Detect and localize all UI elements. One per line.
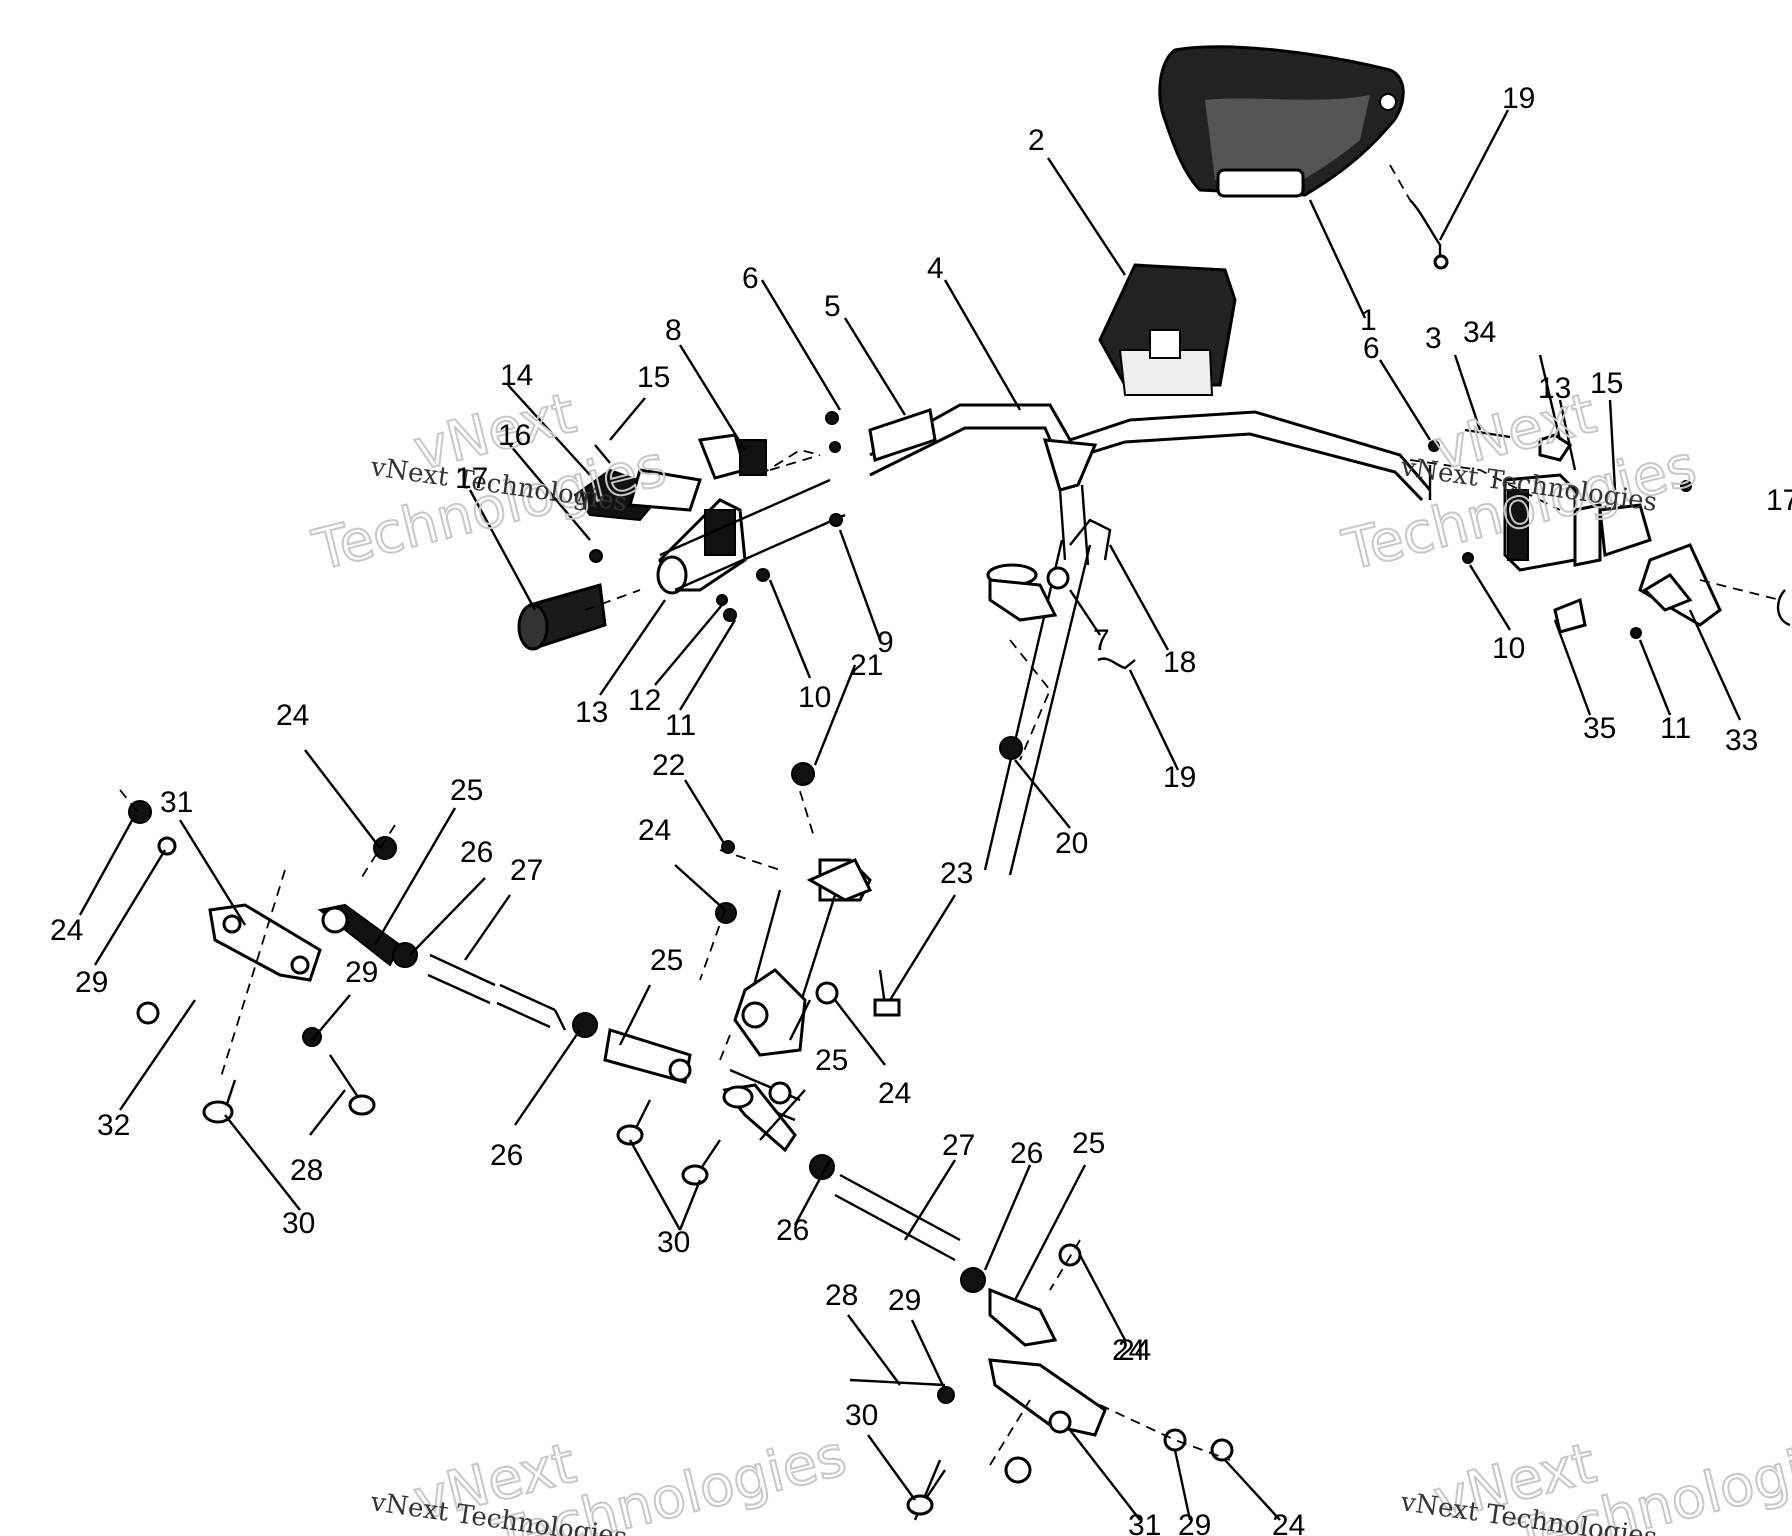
cable-clip-top: [1409, 199, 1442, 260]
left-handlebar-end: [659, 478, 846, 592]
callout-6-right: 6: [1363, 332, 1380, 365]
right-switch-housing: [1428, 428, 1791, 634]
callout-7: 7: [1093, 624, 1110, 657]
callout-30-c: 30: [845, 1399, 878, 1432]
callout-2: 2: [1028, 124, 1045, 157]
callout-25-a: 25: [450, 774, 483, 807]
grip-sleeve-5: [868, 408, 937, 462]
callout-12: 12: [628, 684, 661, 717]
callout-8: 8: [665, 314, 682, 347]
watermark-bottom-right: vNext Technologies vNext Technologies: [1398, 1422, 1792, 1536]
callout-26-c: 26: [1010, 1137, 1043, 1170]
callout-27-a: 27: [510, 854, 543, 887]
callout-29-c: 29: [888, 1284, 921, 1317]
callout-23: 23: [940, 857, 973, 890]
callout-15: 15: [637, 361, 670, 394]
callout-31-b: 31: [1128, 1509, 1161, 1536]
callout-28-a: 28: [290, 1154, 323, 1187]
handlebar-pad: [1158, 45, 1405, 198]
callout-15-right: 15: [1590, 367, 1623, 400]
callout-24-c: 24: [50, 914, 83, 947]
callout-1: 1: [1360, 304, 1377, 337]
callout-17-right: 17: [1766, 484, 1792, 517]
callout-30-b: 30: [657, 1226, 690, 1259]
steering-column: [733, 539, 1092, 1057]
leader-lines: [78, 109, 1742, 1521]
crossbar-pad: [1098, 263, 1237, 396]
tie-rod-right: [722, 1083, 1234, 1521]
callout-29-d: 29: [1178, 1509, 1211, 1536]
callout-5: 5: [824, 290, 841, 323]
watermark-top-left: vNext Technologies vNext Technologies: [306, 380, 674, 585]
callout-3: 3: [1425, 322, 1442, 355]
callout-9: 9: [877, 626, 894, 659]
callout-29-a: 29: [75, 966, 108, 999]
callout-32: 32: [97, 1109, 130, 1142]
callout-19-lower: 19: [1163, 761, 1196, 794]
callout-33: 33: [1725, 724, 1758, 757]
callout-26-a: 26: [460, 836, 493, 869]
callout-24-a: 24: [276, 699, 309, 732]
callout-6: 6: [742, 262, 759, 295]
bolts: [128, 411, 1692, 1516]
callout-34: 34: [1463, 316, 1496, 349]
callout-11-right: 11: [1660, 712, 1691, 745]
callout-25-c: 25: [815, 1044, 848, 1077]
callout-26-b: 26: [490, 1139, 523, 1172]
callout-30-a: 30: [282, 1207, 315, 1240]
callout-31: 31: [160, 786, 193, 819]
callout-21: 21: [850, 649, 883, 682]
callout-19: 19: [1502, 82, 1535, 115]
callout-20: 20: [1055, 827, 1088, 860]
tie-rod-left: [208, 903, 839, 1122]
callout-22: 22: [652, 749, 685, 782]
callout-10: 10: [798, 681, 831, 714]
callout-26-d: 26: [776, 1214, 809, 1247]
callout-24-b: 24: [638, 814, 671, 847]
callout-4: 4: [927, 252, 944, 285]
callout-24-d: 24: [878, 1077, 911, 1110]
watermark-bottom-left: vNext Technologies vNext Technologies: [368, 1422, 853, 1536]
callout-35: 35: [1583, 712, 1616, 745]
callout-25-b: 25: [650, 944, 683, 977]
callout-labels: 2 19 1 6 5 4 8 14 15 16 17 6 3 34 13 15 …: [50, 82, 1792, 1536]
callout-28-b: 28: [825, 1279, 858, 1312]
left-grip: [517, 583, 607, 651]
callout-13: 13: [575, 696, 608, 729]
callout-11: 11: [665, 709, 696, 742]
callout-18: 18: [1163, 646, 1196, 679]
callout-24-g: 24: [1272, 1509, 1305, 1536]
callout-27-b: 27: [942, 1129, 975, 1162]
callout-10-right: 10: [1492, 632, 1525, 665]
callout-24-f: 24: [1112, 1334, 1145, 1367]
callout-14: 14: [500, 359, 533, 392]
handlebar: [869, 403, 1432, 566]
callout-24-e: 24: [1118, 1334, 1151, 1367]
callout-16: 16: [498, 419, 531, 452]
alignment-lines: [119, 164, 1781, 1466]
callout-29-b: 29: [345, 956, 378, 989]
callout-25-d: 25: [1072, 1127, 1105, 1160]
callout-17: 17: [455, 462, 488, 495]
callout-13-right: 13: [1538, 372, 1571, 405]
